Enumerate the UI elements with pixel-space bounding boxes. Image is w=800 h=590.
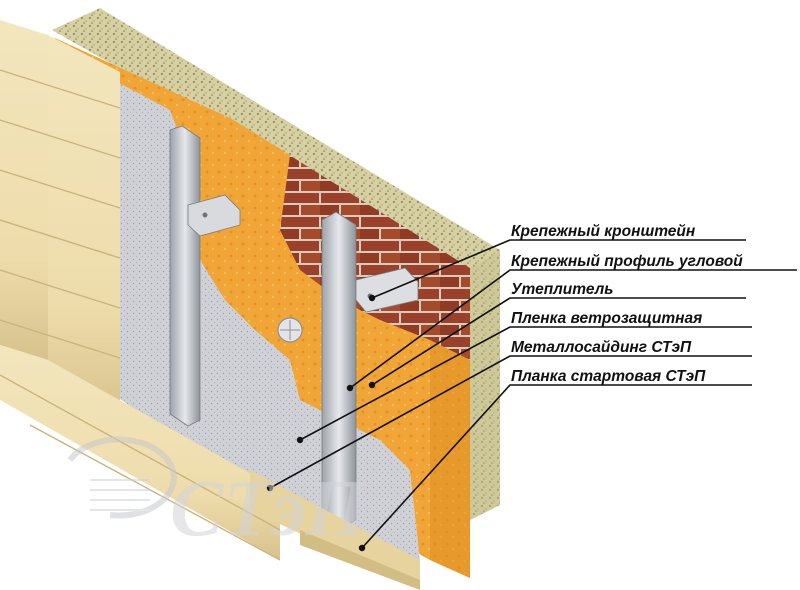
concrete-layer bbox=[52, 8, 500, 520]
label-windproof-film: Пленка ветрозащитная bbox=[511, 310, 702, 327]
callout-windproof-film bbox=[296, 326, 752, 444]
metal-siding-panels bbox=[0, 20, 420, 590]
step-logo-watermark: СТэП bbox=[67, 436, 370, 553]
label-bracket: Крепежный кронштейн bbox=[511, 223, 696, 240]
callout-starter-strip bbox=[358, 384, 752, 552]
callout-profile bbox=[346, 269, 797, 392]
callout-bracket bbox=[368, 239, 746, 302]
label-insulation: Утеплитель bbox=[511, 281, 614, 298]
metal-profiles bbox=[169, 125, 419, 529]
callout-labels: Крепежный кронштейн Крепежный профиль уг… bbox=[511, 223, 743, 385]
callout-insulation bbox=[368, 297, 746, 389]
label-profile: Крепежный профиль угловой bbox=[511, 253, 743, 270]
logo-text: СТэП bbox=[170, 465, 370, 553]
label-metal-siding: Металлосайдинг СТэП bbox=[511, 339, 692, 356]
callout-metal-siding bbox=[266, 355, 752, 492]
label-starter-strip: Планка стартовая СТэП bbox=[511, 368, 706, 385]
callout-lines bbox=[266, 239, 797, 552]
